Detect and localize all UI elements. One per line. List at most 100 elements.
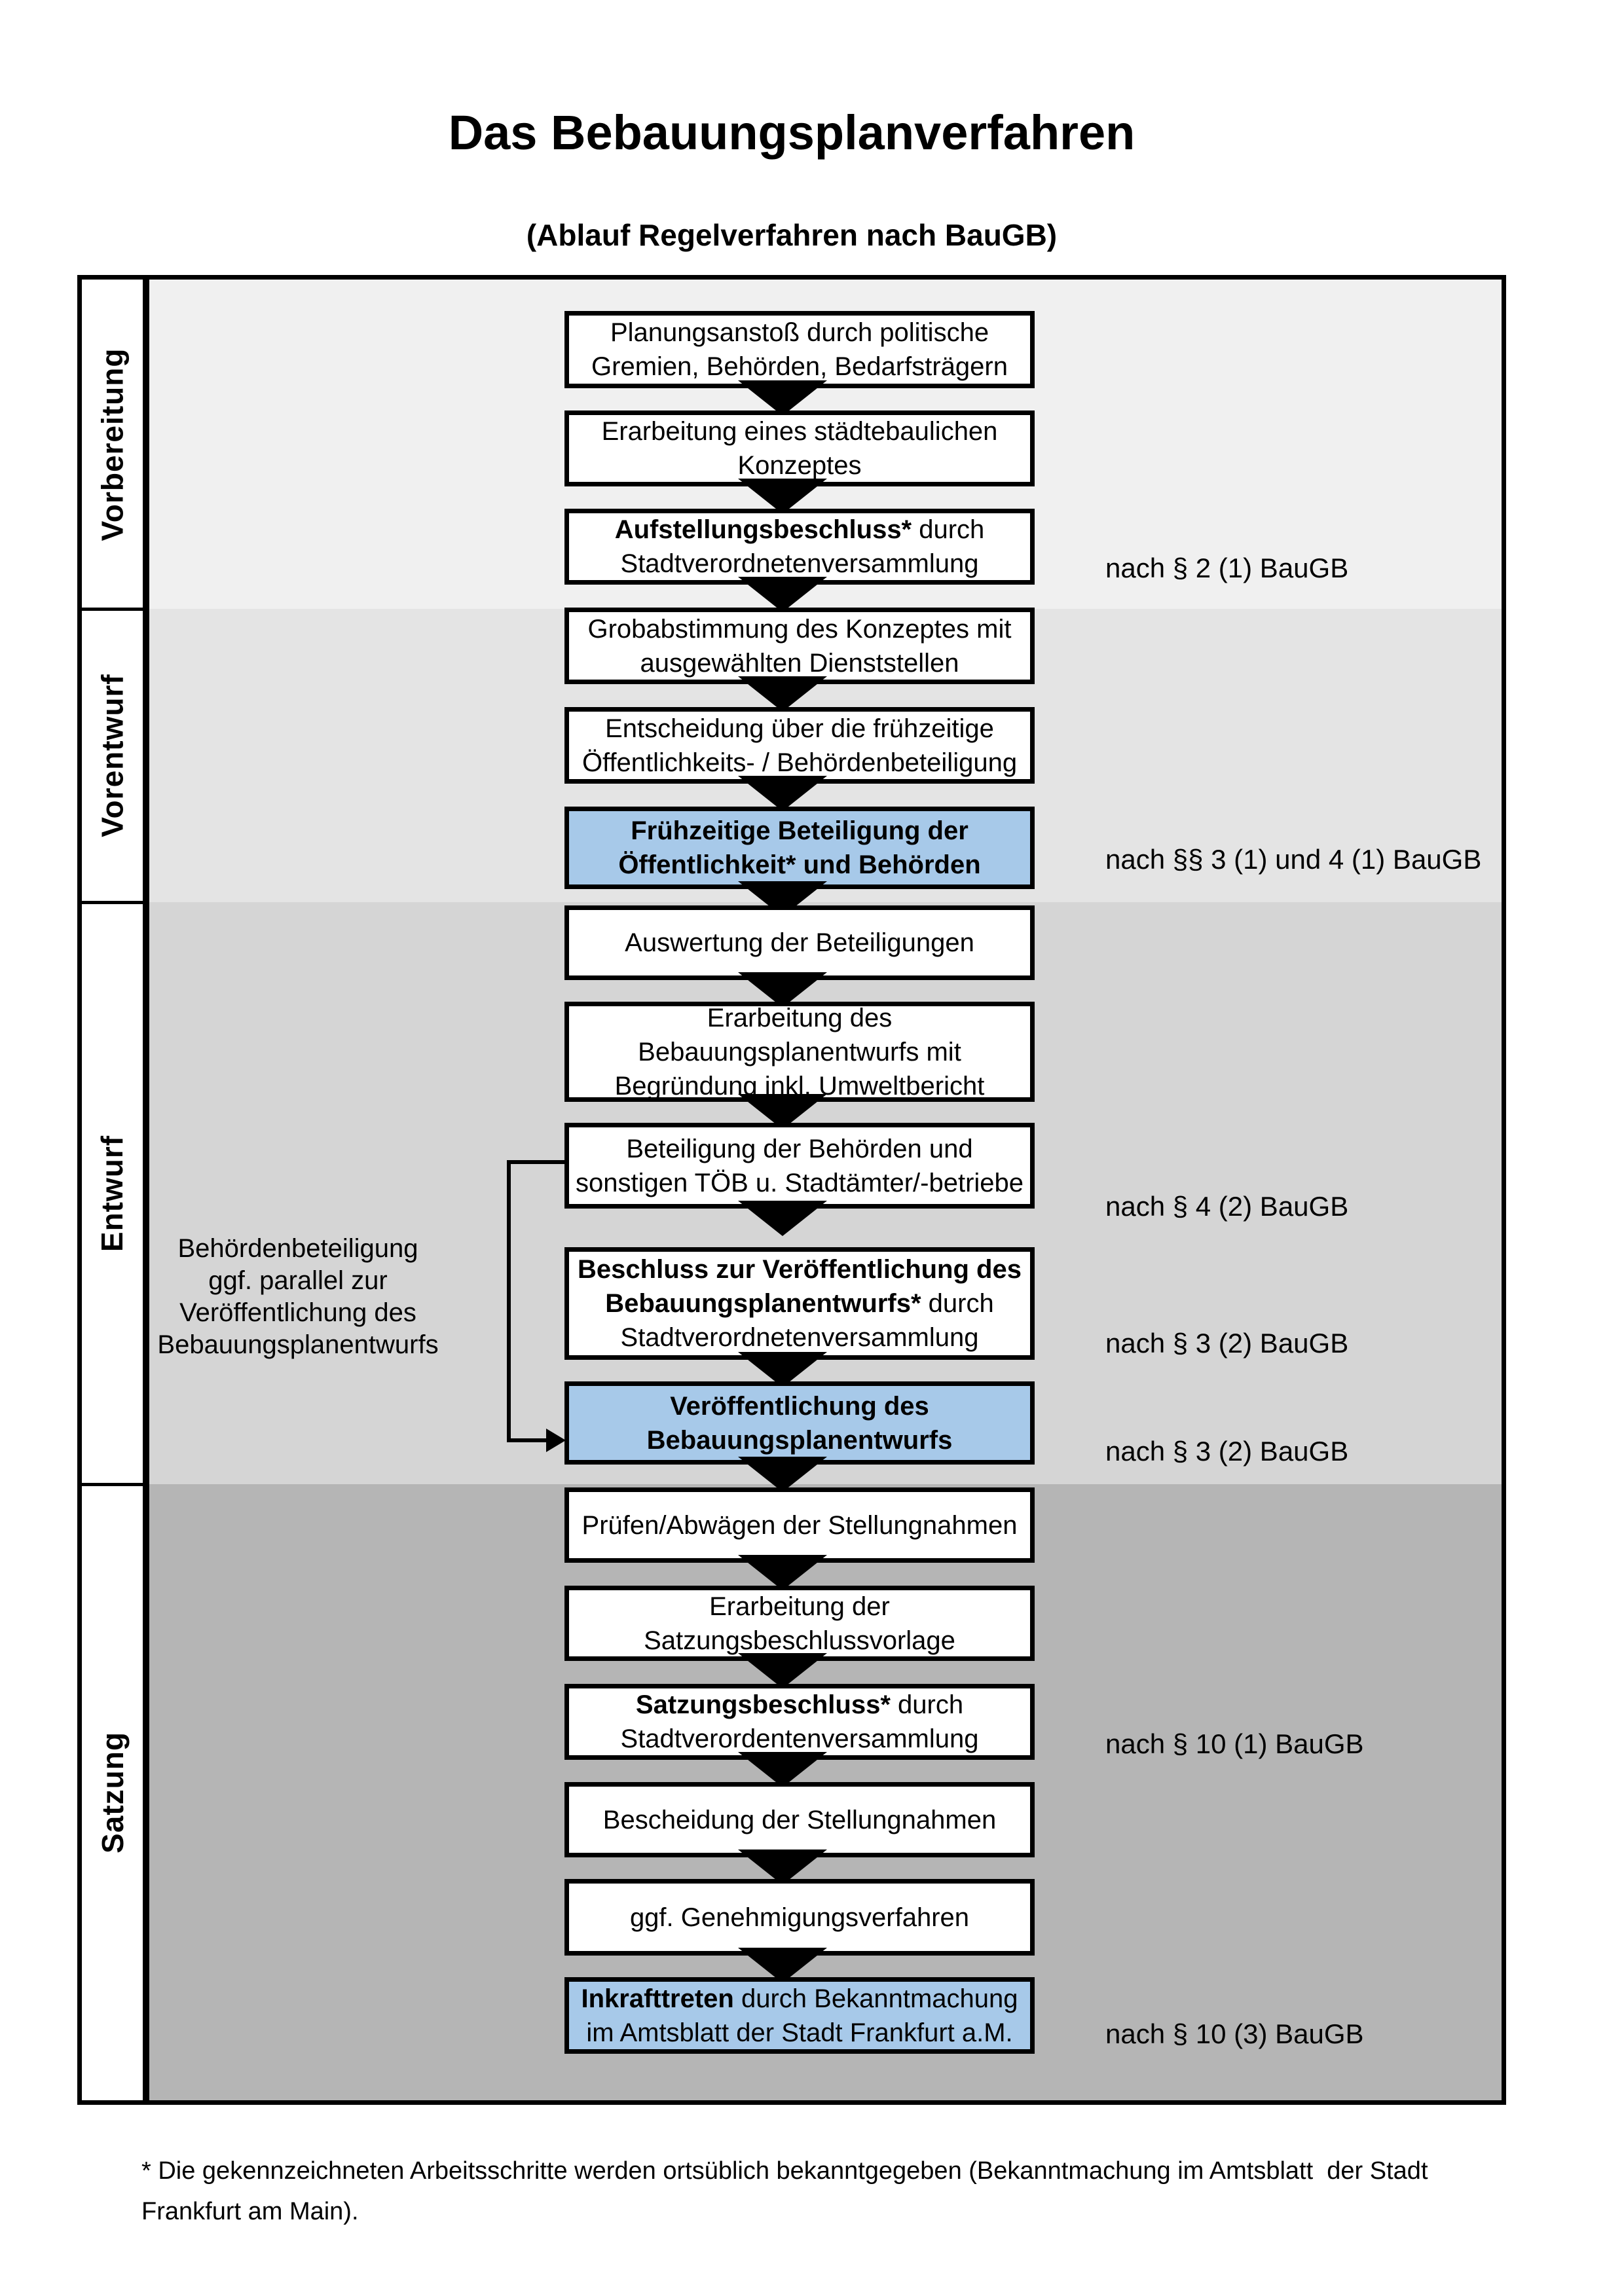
- page-subtitle: (Ablauf Regelverfahren nach BauGB): [526, 218, 1058, 252]
- legal-reference-note: nach § 10 (3) BauGB: [1105, 2018, 1364, 2049]
- flow-step-text-segment: Erarbeitung eines städtebaulichen: [601, 417, 998, 446]
- flow-step-text-segment: durch: [921, 1289, 994, 1318]
- flow-step-text-segment: im Amtsblatt der Stadt Frankfurt a.M.: [586, 2018, 1013, 2047]
- flow-step-text-segment: ausgewählten Dienststellen: [640, 648, 959, 678]
- annotation-line: Behördenbeteiligung: [177, 1234, 418, 1263]
- page-title: Das Bebauungsplanverfahren: [448, 105, 1135, 160]
- parallel-connector-vertical-line: [507, 1160, 511, 1442]
- flow-step-text-line: Bebauungsplanentwurfs mit: [638, 1035, 961, 1069]
- legal-reference-note: nach § 3 (2) BauGB: [1105, 1328, 1349, 1358]
- flow-step-text-segment: Gremien, Behörden, Bedarfsträgern: [591, 352, 1008, 381]
- flow-step: Auswertung der Beteiligungen: [564, 905, 1035, 980]
- flow-step-text-segment: sonstigen TÖB u. Stadtämter/-betriebe: [575, 1168, 1024, 1197]
- annotation-line: Bebauungsplanentwurfs: [157, 1330, 439, 1359]
- flow-step-text-segment: Entscheidung über die frühzeitige: [605, 714, 994, 743]
- flow-step-text-line: Beteiligung der Behörden und: [626, 1132, 972, 1166]
- down-arrow-icon: [738, 1555, 827, 1590]
- flow-step-text-line: Beschluss zur Veröffentlichung des: [578, 1252, 1022, 1286]
- diagram-frame: [77, 275, 1506, 2105]
- flow-step-text-segment: Aufstellungsbeschluss*: [614, 515, 912, 544]
- down-arrow-icon: [738, 676, 827, 712]
- down-arrow-icon: [738, 1653, 827, 1688]
- flow-step-text-segment: Grobabstimmung des Konzeptes mit: [587, 614, 1012, 644]
- flow-step-text-line: Frühzeitige Beteiligung der: [631, 814, 969, 848]
- down-arrow-icon: [738, 1201, 827, 1236]
- flow-step-text-line: Inkrafttreten durch Bekanntmachung: [581, 1982, 1018, 2016]
- flow-step-text-line: Erarbeitung eines städtebaulichen: [602, 414, 998, 448]
- flow-step-text-segment: Veröffentlichung des: [670, 1391, 929, 1421]
- down-arrow-icon: [738, 479, 827, 514]
- flow-step-text-segment: Satzungsbeschlussvorlage: [644, 1626, 955, 1655]
- down-arrow-icon: [738, 1457, 827, 1492]
- flow-step-text-segment: Auswertung der Beteiligungen: [625, 928, 974, 957]
- flow-step-text-segment: Beschluss zur Veröffentlichung des: [578, 1255, 1022, 1284]
- flow-step-text-line: Stadtverordentenversammlung: [621, 1722, 979, 1756]
- flow-step-text-segment: durch: [890, 1690, 964, 1719]
- parallel-procedure-annotation: Behördenbeteiligung ggf. parallel zur Ve…: [151, 1233, 445, 1361]
- flow-step-text-line: Erarbeitung der: [709, 1590, 890, 1624]
- flow-step-text-line: Bebauungsplanentwurfs: [647, 1423, 953, 1457]
- down-arrow-icon: [738, 380, 827, 416]
- flow-step: Prüfen/Abwägen der Stellungnahmen: [564, 1487, 1035, 1563]
- flow-step-text-line: Bebauungsplanentwurfs* durch: [605, 1286, 993, 1321]
- flow-step-text-line: Konzeptes: [737, 448, 861, 483]
- flow-step-text-line: Grobabstimmung des Konzeptes mit: [588, 612, 1012, 646]
- footnote: * Die gekennzeichneten Arbeitsschritte w…: [141, 2151, 1510, 2232]
- flow-step-text-segment: Bebauungsplanentwurfs: [646, 1425, 953, 1455]
- down-arrow-icon: [738, 776, 827, 811]
- flow-step-text-line: Planungsanstoß durch politische: [610, 316, 989, 350]
- flow-step-text-line: sonstigen TÖB u. Stadtämter/-betriebe: [576, 1166, 1024, 1200]
- flow-step-text-segment: Planungsanstoß durch politische: [610, 318, 989, 347]
- flow-step-text-segment: Stadtverordnetenversammlung: [620, 549, 979, 578]
- flow-step-text-line: im Amtsblatt der Stadt Frankfurt a.M.: [586, 2016, 1012, 2050]
- flow-step-text-segment: Bebauungsplanentwurfs mit: [638, 1037, 961, 1066]
- flow-step-text-segment: durch: [912, 515, 985, 544]
- legal-reference-note: nach § 2 (1) BauGB: [1105, 553, 1349, 583]
- legal-reference-note: nach § 3 (2) BauGB: [1105, 1436, 1349, 1467]
- flow-step-text-line: Stadtverordnetenversammlung: [621, 547, 979, 581]
- flow-step-text-line: Öffentlichkeit* und Behörden: [618, 848, 980, 882]
- parallel-connector-top-line: [507, 1160, 567, 1164]
- flow-step: Bescheidung der Stellungnahmen: [564, 1782, 1035, 1857]
- flow-step-text-segment: Stadtverordnetenversammlung: [620, 1323, 979, 1352]
- flow-step-text-segment: Erarbeitung der: [709, 1592, 890, 1621]
- phase-divider: [82, 901, 149, 904]
- flow-step-text-segment: Inkrafttreten: [581, 1984, 734, 2013]
- flow-step-text-line: Aufstellungsbeschluss* durch: [615, 513, 985, 547]
- flow-step-text-segment: Erarbeitung des: [707, 1003, 893, 1032]
- flow-step-text-segment: durch Bekanntmachung: [733, 1984, 1018, 2013]
- flow-step-text-line: Entscheidung über die frühzeitige: [605, 712, 994, 746]
- legal-reference-note: nach § 10 (1) BauGB: [1105, 1728, 1364, 1759]
- down-arrow-icon: [738, 1752, 827, 1787]
- flow-step-text-line: Öffentlichkeits- / Behördenbeteiligung: [582, 746, 1017, 780]
- annotation-line: Veröffentlichung des: [179, 1298, 416, 1327]
- flow-step-text-segment: Öffentlichkeits- / Behördenbeteiligung: [581, 748, 1018, 777]
- parallel-connector-arrowhead-icon: [546, 1429, 566, 1452]
- flow-step-text-segment: Konzeptes: [737, 451, 862, 480]
- flow-step-text-segment: Stadtverordentenversammlung: [620, 1724, 979, 1753]
- flow-step-text-line: Erarbeitung des: [707, 1001, 892, 1035]
- flow-step-text-line: Bescheidung der Stellungnahmen: [603, 1803, 996, 1837]
- flow-step-text-line: Satzungsbeschlussvorlage: [644, 1624, 955, 1658]
- annotation-line: ggf. parallel zur: [208, 1266, 388, 1295]
- flow-step-text-line: Satzungsbeschluss* durch: [636, 1688, 963, 1722]
- flow-step: ggf. Genehmigungsverfahren: [564, 1879, 1035, 1956]
- flow-step-text-segment: Prüfen/Abwägen der Stellungnahmen: [581, 1510, 1018, 1540]
- footnote-line: * Die gekennzeichneten Arbeitsschritte w…: [141, 2157, 1428, 2185]
- flow-step-text-line: ggf. Genehmigungsverfahren: [630, 1901, 969, 1935]
- parallel-connector-bottom-line: [507, 1438, 547, 1442]
- flow-step: Grobabstimmung des Konzeptes mit ausgewäh…: [564, 608, 1035, 684]
- flow-step-text-line: Prüfen/Abwägen der Stellungnahmen: [582, 1508, 1018, 1542]
- flow-step-text-segment: Frühzeitige Beteiligung der: [631, 816, 969, 845]
- flow-step-text-line: ausgewählten Dienststellen: [640, 646, 959, 680]
- footnote-line: Frankfurt am Main).: [141, 2198, 359, 2225]
- flow-step-text-segment: Bebauungsplanentwurfs*: [605, 1289, 921, 1318]
